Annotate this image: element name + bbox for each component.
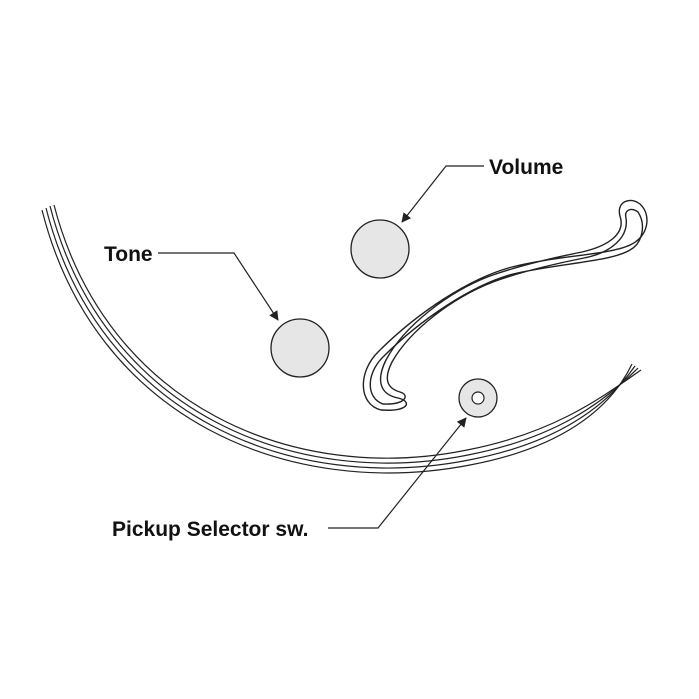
pickup-selector-label: Pickup Selector sw. xyxy=(112,518,308,541)
volume-label: Volume xyxy=(489,156,563,179)
binding-line-4 xyxy=(53,204,642,459)
volume-knob xyxy=(350,219,410,279)
pickup-selector-switch xyxy=(458,378,498,418)
volume-leader-line xyxy=(401,165,484,223)
f-hole xyxy=(362,199,648,411)
switch-center-tip xyxy=(471,391,485,405)
binding-line-2 xyxy=(45,207,636,469)
tone-label: Tone xyxy=(104,243,153,266)
body-binding xyxy=(41,204,642,474)
binding-line-3 xyxy=(49,205,639,464)
tone-leader-line xyxy=(158,252,279,321)
callout-leaders xyxy=(158,165,484,529)
f-hole-inner xyxy=(369,208,644,405)
f-hole-outer xyxy=(362,199,648,411)
binding-line-1 xyxy=(41,209,633,474)
pickup-selector-leader-line xyxy=(328,417,467,529)
tone-knob xyxy=(270,318,330,378)
